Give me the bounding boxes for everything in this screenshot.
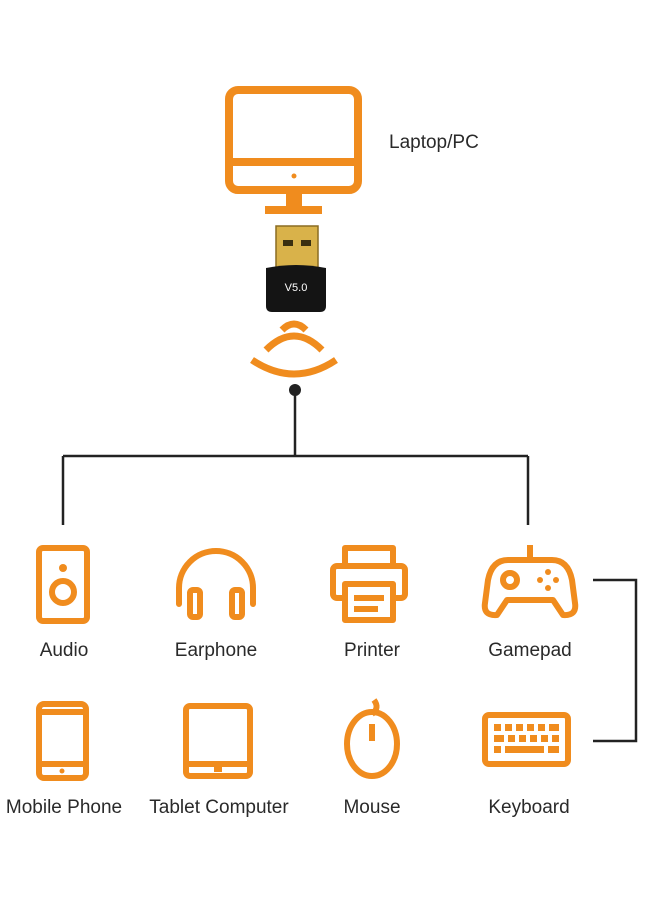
tablet-icon [183, 703, 253, 779]
device-label-gamepad: Gamepad [488, 640, 572, 661]
device-label-earphone: Earphone [174, 640, 258, 661]
device-label-printer: Printer [344, 640, 400, 661]
junction-dot [289, 384, 301, 396]
device-label-keyboard: Keyboard [488, 797, 570, 818]
connector-lines [61, 390, 638, 743]
keyboard-icon [482, 712, 571, 767]
mobile-phone-icon [36, 701, 89, 781]
wireless-signal-icon [250, 320, 338, 378]
speaker-icon [36, 545, 90, 624]
usb-dongle [266, 225, 326, 312]
device-label-mouse: Mouse [343, 797, 401, 818]
headphones-icon [176, 548, 256, 620]
device-label-audio: Audio [39, 640, 89, 661]
host-label: Laptop/PC [389, 132, 479, 153]
gamepad-icon [481, 545, 579, 619]
dongle-version-label: V5.0 [284, 282, 308, 294]
printer-icon [330, 545, 408, 623]
mouse-icon [344, 698, 400, 779]
device-label-tablet-computer: Tablet Computer [149, 797, 289, 818]
monitor-icon [225, 86, 362, 214]
device-label-mobile-phone: Mobile Phone [5, 797, 123, 818]
